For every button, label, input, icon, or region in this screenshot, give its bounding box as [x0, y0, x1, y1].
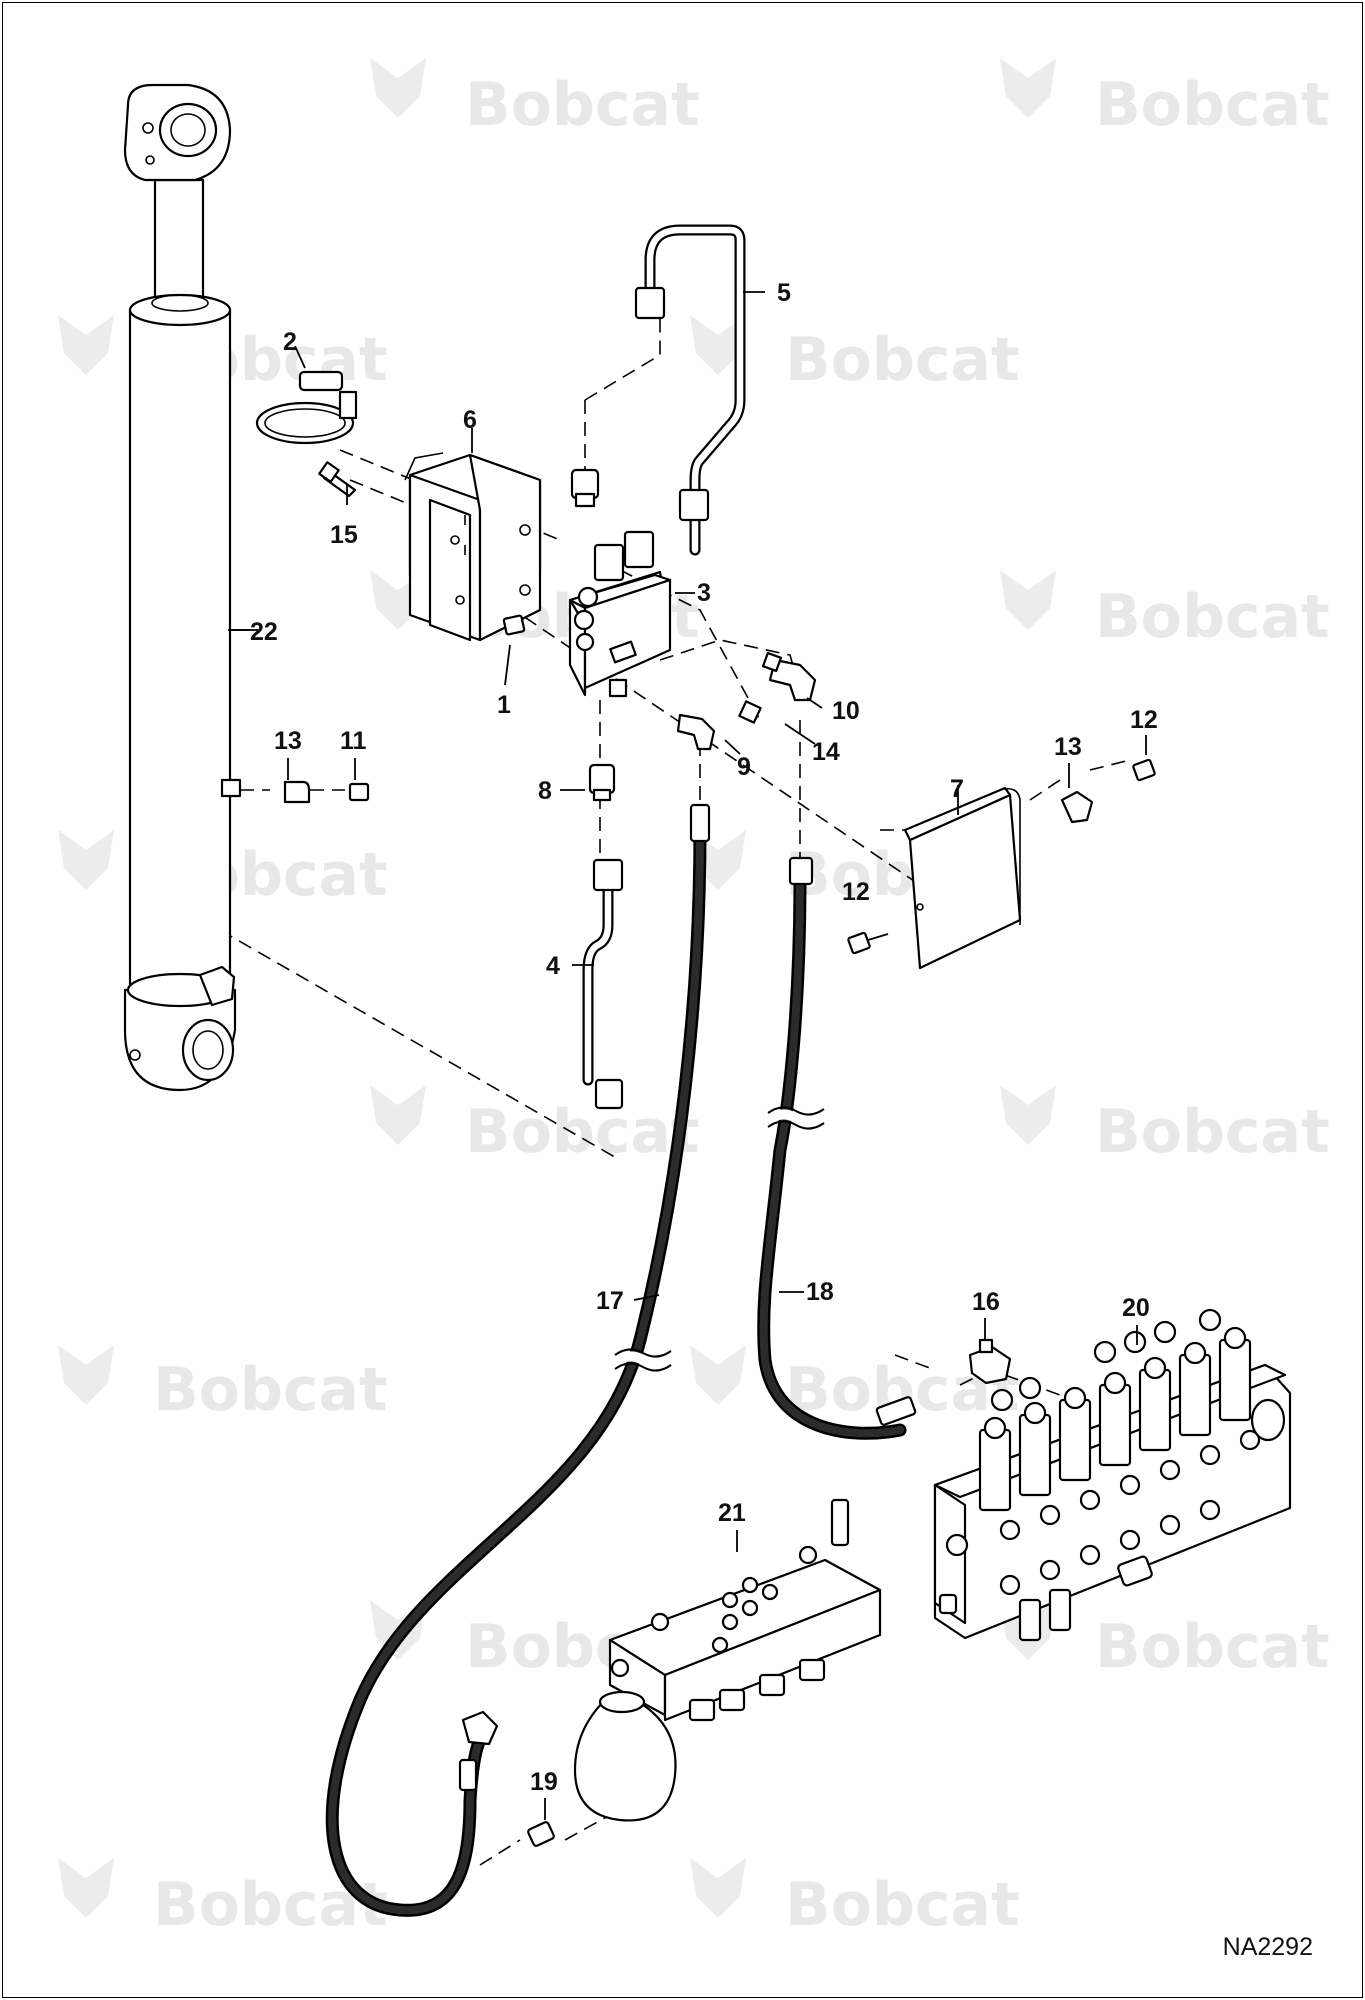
bolt-lower [847, 931, 889, 955]
svg-text:Bobcat: Bobcat [1095, 70, 1330, 140]
callout-6: 6 [463, 406, 477, 434]
bolt [318, 461, 357, 498]
valve-block [568, 530, 672, 698]
svg-text:Bobcat: Bobcat [1095, 1097, 1330, 1167]
callout-11: 11 [340, 727, 367, 755]
accumulator-valve [573, 1498, 882, 1822]
callout-19: 19 [530, 1768, 558, 1796]
callout-17: 17 [596, 1287, 624, 1315]
svg-text:Bobcat: Bobcat [785, 325, 1020, 395]
callout-15: 15 [330, 521, 358, 549]
callout-16: 16 [972, 1288, 1000, 1316]
hose-clamp [255, 370, 358, 445]
callout-18: 18 [806, 1278, 834, 1306]
watermark: Bobcat [1000, 58, 1330, 140]
watermark: Bobcat [370, 58, 700, 140]
callout-labels: 1 2 3 4 5 6 7 8 9 10 11 12 12 13 13 14 1… [250, 279, 1158, 1796]
control-valve-bank [933, 1308, 1292, 1642]
rigid-tube-lower [582, 858, 624, 1110]
leader-lines [228, 291, 1147, 1820]
callout-14: 14 [812, 738, 840, 766]
svg-text:Bobcat: Bobcat [153, 1355, 388, 1425]
straight-adapter [588, 763, 616, 802]
port-row-front [999, 1429, 1261, 1596]
callout-3: 3 [697, 579, 711, 607]
callout-10: 10 [832, 697, 860, 725]
watermark: Bobcat [370, 1085, 700, 1167]
callout-1: 1 [497, 691, 511, 719]
callout-7: 7 [950, 775, 964, 803]
cap-screw [348, 782, 370, 802]
callout-12-lower: 12 [842, 878, 870, 906]
clip-right [1060, 790, 1094, 824]
hex-nut [738, 700, 762, 724]
elbow-fitting [761, 651, 817, 702]
clip [283, 780, 311, 804]
callout-9: 9 [737, 753, 751, 781]
watermark: Bobcat [1000, 1085, 1330, 1167]
cover-plate [903, 786, 1022, 970]
svg-text:Bobcat: Bobcat [1095, 1612, 1330, 1682]
callout-21: 21 [718, 1499, 746, 1527]
rigid-tube-upper [634, 224, 746, 556]
small-fitting [502, 614, 526, 636]
hose-17 [325, 803, 711, 1917]
bolt-upper-right [1132, 758, 1156, 782]
watermark: Bobcat [690, 1858, 1020, 1940]
callout-5: 5 [777, 279, 791, 307]
watermark: Bobcat [690, 315, 1020, 395]
callout-8: 8 [538, 777, 552, 805]
svg-text:Bobcat: Bobcat [1095, 582, 1330, 652]
callout-4: 4 [546, 952, 560, 980]
svg-text:Bobcat: Bobcat [785, 1870, 1020, 1940]
tube-adapter [570, 468, 600, 508]
callout-13-left: 13 [274, 727, 302, 755]
svg-text:Bobcat: Bobcat [465, 70, 700, 140]
cylinder [123, 83, 250, 1092]
callout-22: 22 [250, 618, 278, 646]
callout-12-upper: 12 [1130, 706, 1158, 734]
elbow-fitting-small [676, 713, 716, 751]
mounting-bracket [404, 452, 542, 642]
svg-text:Bobcat: Bobcat [465, 1097, 700, 1167]
watermark: Bobcat [1000, 570, 1330, 652]
watermark: Bobcat [1000, 1600, 1330, 1682]
tee-fitting [968, 1338, 1012, 1385]
callout-13-right: 13 [1054, 733, 1082, 761]
callout-2: 2 [283, 328, 297, 356]
watermark: Bobcat [58, 1858, 388, 1940]
figure-id: NA2292 [1222, 1933, 1313, 1961]
hose-18 [757, 856, 917, 1440]
callout-20: 20 [1122, 1294, 1150, 1322]
watermark: Bobcat [58, 1345, 388, 1425]
valve-section-column [978, 1338, 1252, 1512]
adapter-fitting [527, 1821, 555, 1847]
